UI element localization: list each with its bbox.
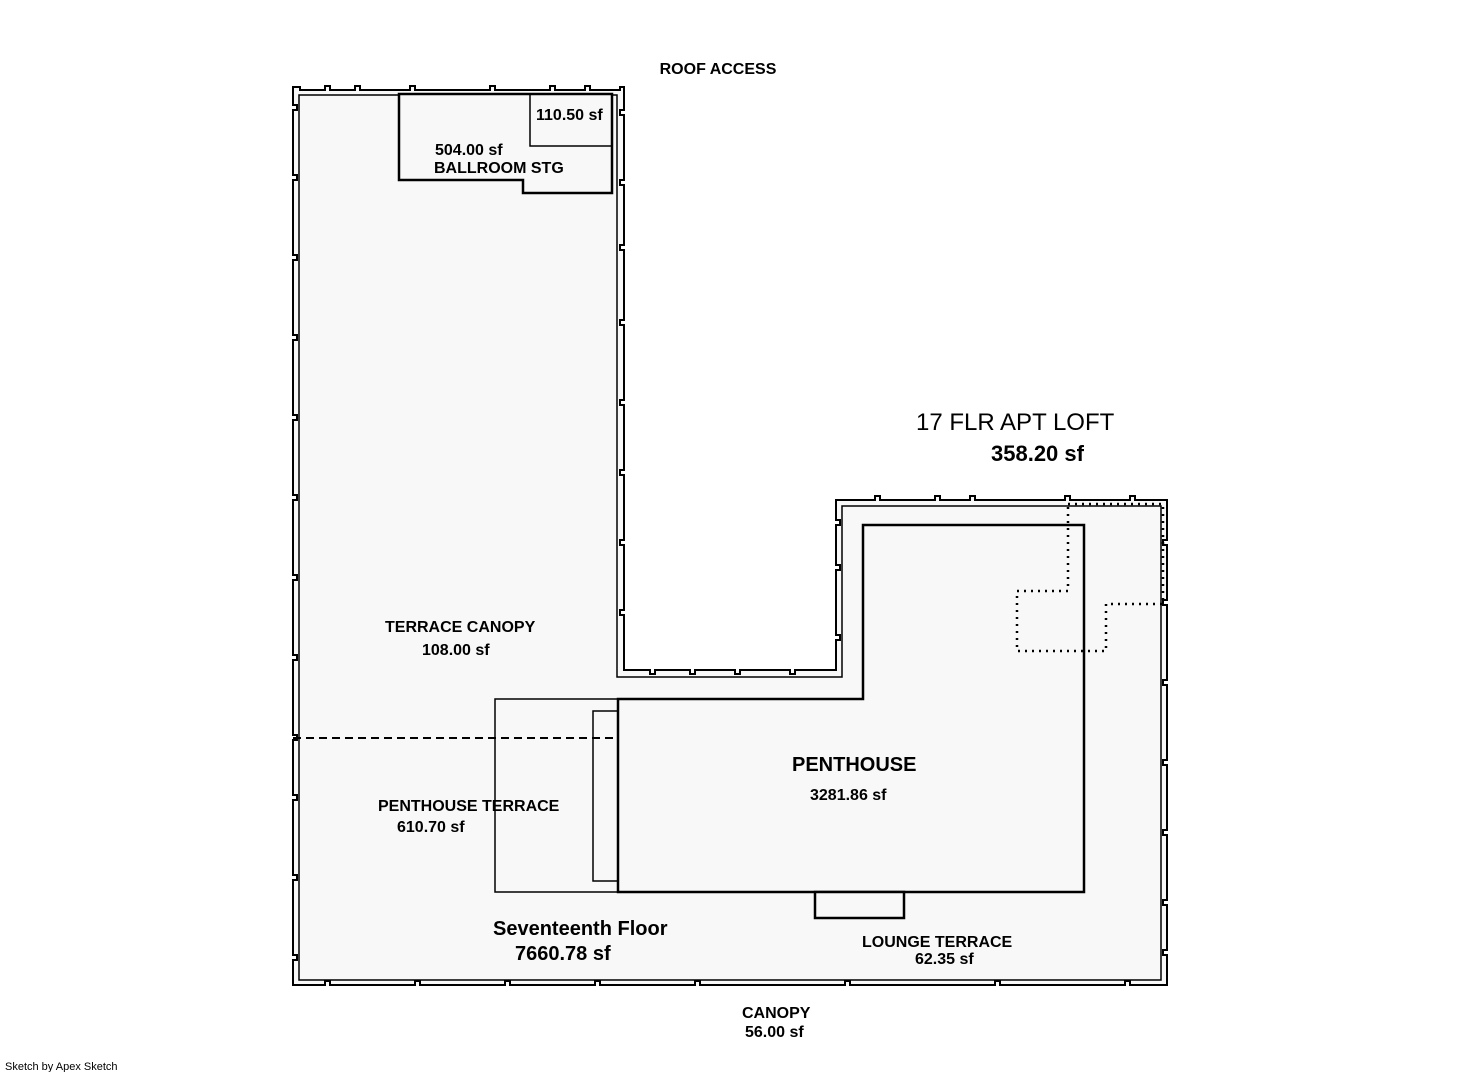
penthouse-terrace-name-label: PENTHOUSE TERRACE — [378, 798, 560, 815]
penthouse-terrace-area-label: 610.70 sf — [397, 819, 465, 836]
canopy-name-label: CANOPY — [742, 1005, 811, 1022]
terrace-canopy-area-label: 108.00 sf — [422, 642, 490, 659]
lounge-terrace-area-label: 62.35 sf — [915, 951, 974, 968]
loft-area-label: 358.20 sf — [991, 441, 1085, 466]
lounge-terrace-outline — [813, 890, 906, 920]
terrace-canopy-name-label: TERRACE CANOPY — [385, 619, 536, 636]
sketch-credit: Sketch by Apex Sketch — [5, 1061, 118, 1072]
canopy-area-label: 56.00 sf — [745, 1024, 804, 1041]
penthouse-name-label: PENTHOUSE — [792, 754, 916, 776]
lounge-terrace-name-label: LOUNGE TERRACE — [862, 934, 1013, 951]
ballroom-storage-outline — [397, 92, 614, 195]
penthouse-area-label: 3281.86 sf — [810, 787, 887, 804]
floor-area-label: 7660.78 sf — [515, 943, 611, 965]
floor-name-label: Seventeenth Floor — [493, 918, 668, 940]
ballroom-area-label: 504.00 sf — [435, 142, 503, 159]
penthouse-outline — [616, 523, 1086, 894]
loft-name-label: 17 FLR APT LOFT — [916, 409, 1115, 436]
seventeenth-floor-inner-outline — [298, 94, 1162, 981]
roof-access-label: ROOF ACCESS — [660, 61, 777, 78]
storage-room-outline — [529, 94, 612, 147]
ballroom-name-label: BALLROOM STG — [434, 160, 564, 177]
storage-area-label: 110.50 sf — [536, 107, 603, 124]
